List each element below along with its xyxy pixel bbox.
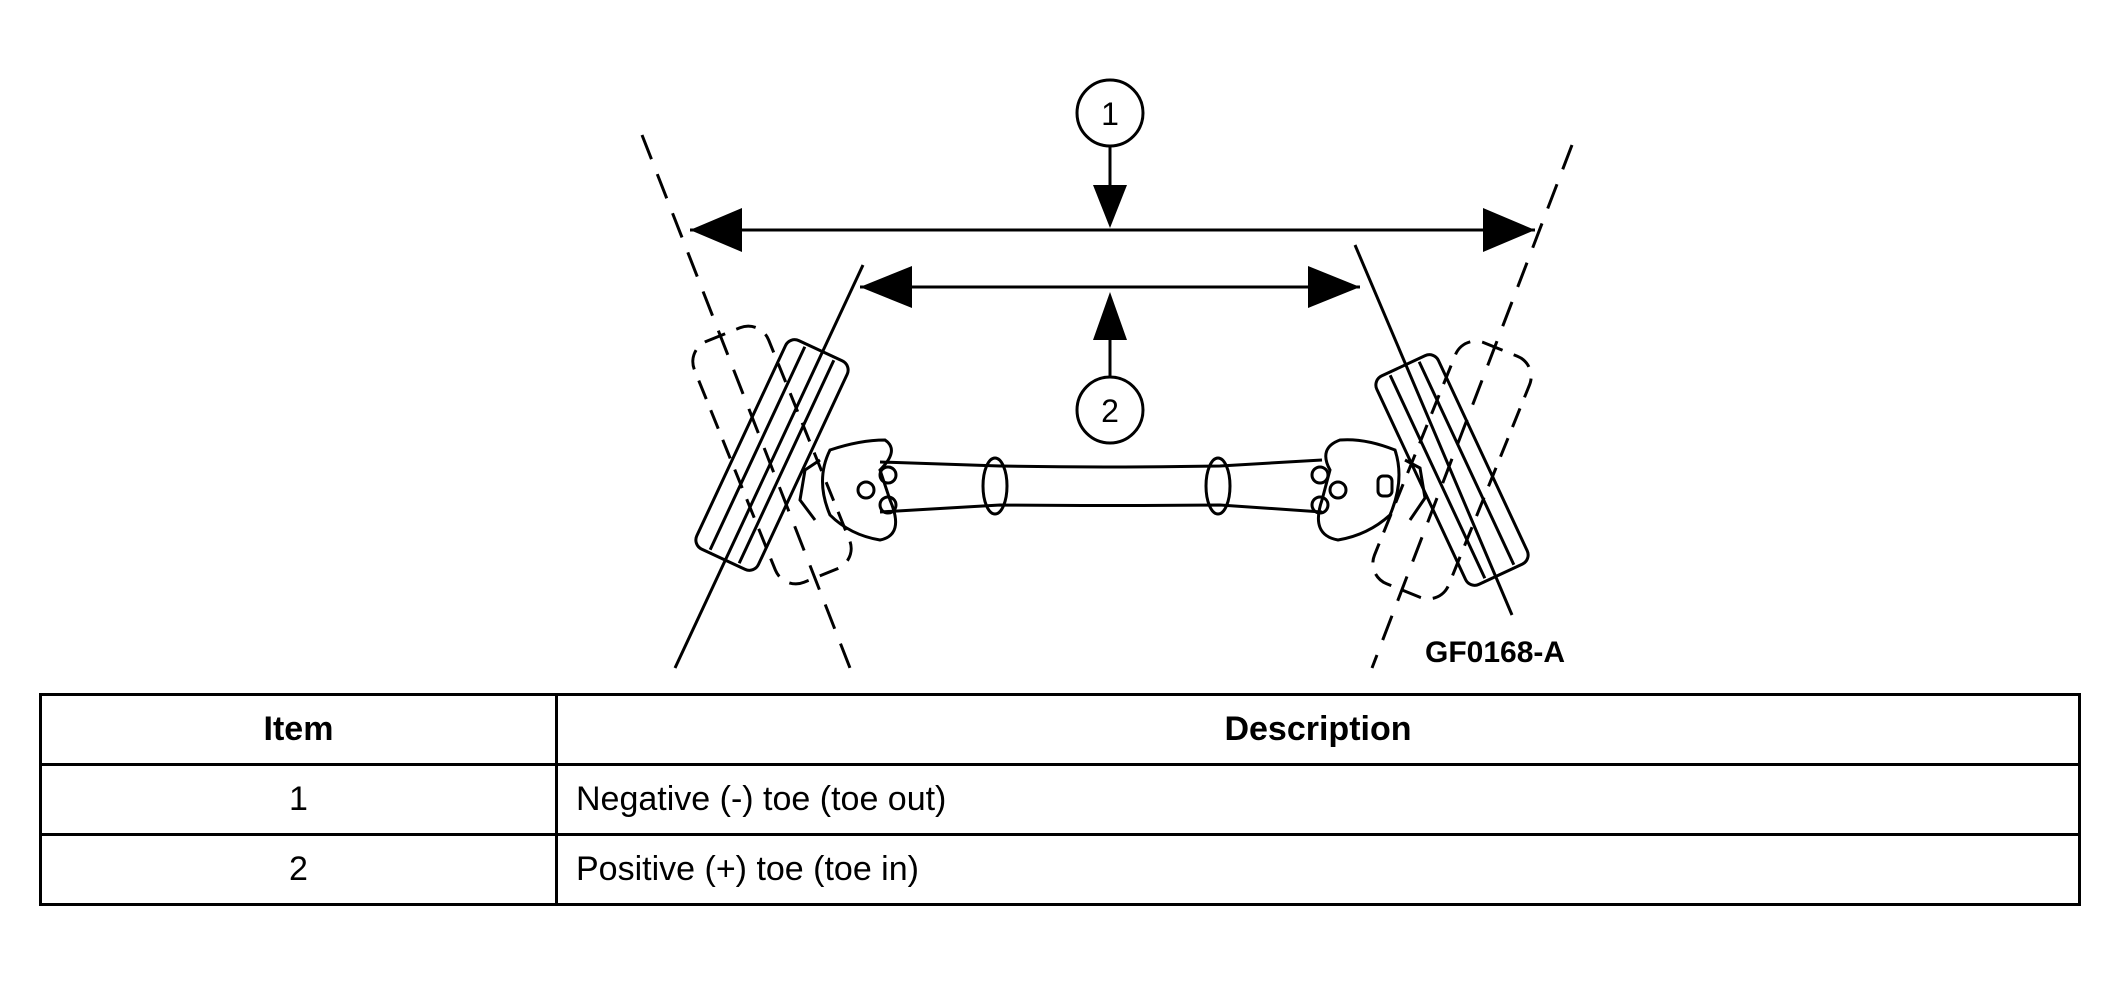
header-item: Item	[39, 693, 558, 766]
arrowhead-2-right	[1308, 266, 1360, 308]
toe-out-line-right	[1370, 144, 1574, 669]
callout-1-pointer	[1093, 185, 1127, 228]
dashed-wheel-right	[1371, 339, 1533, 601]
callout-1-label: 1	[1101, 96, 1119, 132]
row-description: Negative (-) toe (toe out)	[555, 763, 2081, 836]
table-row: 1 Negative (-) toe (toe out)	[39, 763, 2081, 836]
axle-beam	[798, 438, 1427, 542]
callout-2-pointer	[1093, 292, 1127, 340]
callout-2-label: 2	[1101, 393, 1119, 429]
row-description: Positive (+) toe (toe in)	[555, 833, 2081, 906]
wheel-right	[1374, 353, 1530, 587]
header-description: Description	[555, 693, 2081, 766]
toe-in-line-left	[673, 264, 865, 669]
wheel-left	[694, 338, 850, 572]
legend-header-row: Item Description	[39, 693, 2081, 766]
table-row: 2 Positive (+) toe (toe in)	[39, 833, 2081, 906]
dashed-wheel-left	[691, 324, 853, 586]
legend-table: Item Description 1 Negative (-) toe (toe…	[39, 693, 2081, 906]
figure-id: GF0168-A	[1425, 636, 1565, 669]
arrowhead-1-left	[690, 208, 742, 252]
toe-in-line-right	[1353, 244, 1514, 616]
arrowhead-2-left	[860, 266, 912, 308]
row-item: 2	[39, 833, 558, 906]
row-item: 1	[39, 763, 558, 836]
toe-diagram: 1 2 GF0168-A	[640, 78, 1574, 669]
arrowhead-1-right	[1483, 208, 1535, 252]
toe-out-line-left	[640, 134, 852, 669]
